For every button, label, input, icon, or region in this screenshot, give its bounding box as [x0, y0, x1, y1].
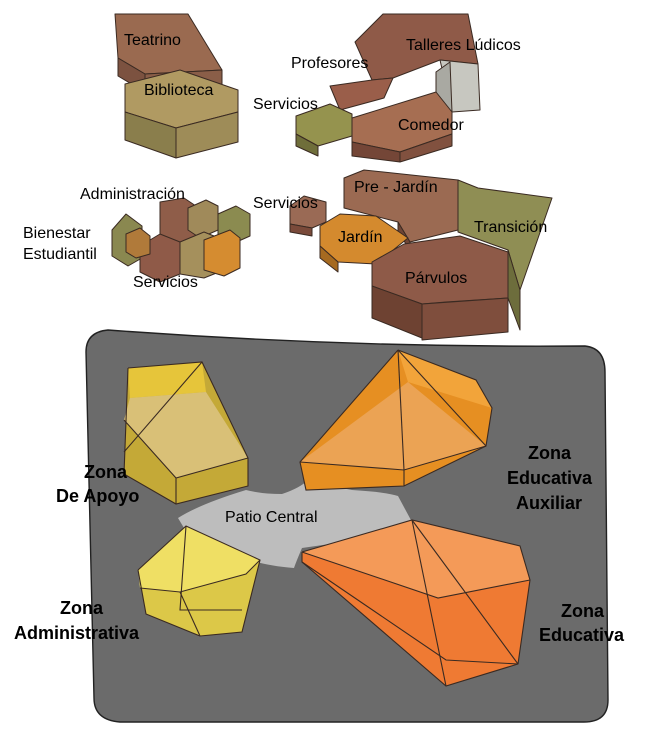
zone-labels: Zona De Apoyo Zona Educativa Auxiliar Zo… — [14, 443, 625, 645]
zona-educativa-line2: Educativa — [539, 625, 625, 645]
zona-educativa-line1: Zona — [561, 601, 605, 621]
label-biblioteca: Biblioteca — [144, 82, 213, 99]
label-teatrino: Teatrino — [124, 32, 181, 49]
zona-auxiliar-line3: Auxiliar — [516, 493, 582, 513]
admin-block — [111, 197, 251, 283]
zona-auxiliar-line1: Zona — [528, 443, 572, 463]
label-servicios-top: Servicios — [253, 96, 318, 113]
label-administracion: Administración — [80, 186, 185, 203]
patio-central — [178, 480, 412, 568]
label-estudiantil: Estudiantil — [23, 246, 97, 263]
building-labels: Teatrino Biblioteca Profesores Talleres … — [23, 32, 547, 526]
zona-educativa-shape — [301, 519, 531, 687]
label-servicios-mid: Servicios — [253, 195, 318, 212]
top-right-block — [295, 13, 481, 163]
teatrino-biblioteca-block — [114, 13, 239, 159]
zona-administrativa-line1: Zona — [60, 598, 104, 618]
preschool-block — [289, 169, 553, 341]
zona-administrativa-line2: Administrativa — [14, 623, 140, 643]
label-transicion: Transición — [474, 219, 547, 236]
zona-administrativa-shape — [137, 525, 261, 637]
label-comedor: Comedor — [398, 117, 464, 134]
label-talleres-ludicos: Talleres Lúdicos — [406, 37, 521, 54]
zona-apoyo-line2: De Apoyo — [56, 486, 139, 506]
zona-educativa-auxiliar-shape — [299, 349, 493, 491]
zona-apoyo-line1: Zona — [84, 462, 128, 482]
zona-auxiliar-line2: Educativa — [507, 468, 593, 488]
label-parvulos: Párvulos — [405, 270, 467, 287]
label-bienestar: Bienestar — [23, 225, 91, 242]
label-pre-jardin: Pre - Jardín — [354, 179, 438, 196]
label-jardin: Jardín — [338, 229, 382, 246]
label-profesores: Profesores — [291, 55, 368, 72]
label-patio-central: Patio Central — [225, 509, 318, 526]
zona-de-apoyo-shape — [123, 361, 249, 505]
label-servicios-admin: Servicios — [133, 274, 198, 291]
site-plan — [85, 329, 609, 723]
